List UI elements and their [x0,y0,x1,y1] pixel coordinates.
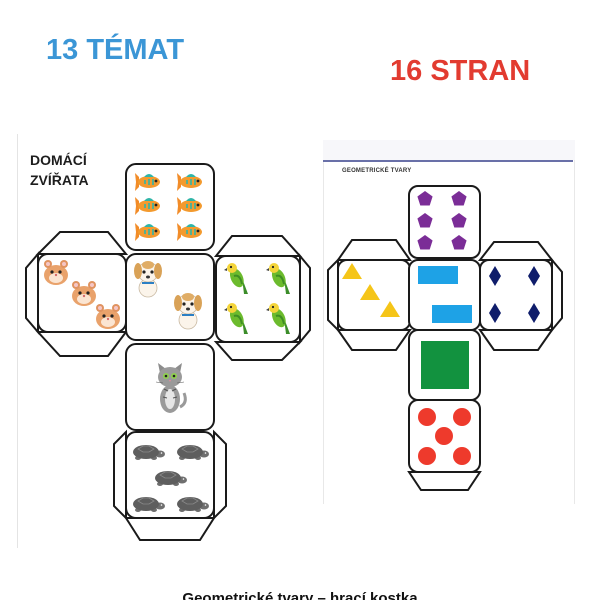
headline-topics: 13 TÉMAT [46,34,185,66]
worksheet-shapes-divider [323,160,573,162]
circle-icon [435,427,453,445]
circle-icon [453,447,471,465]
circle-icon [418,408,436,426]
square-icon [421,341,469,389]
bottom-caption: Geometrické tvary – hrací kostka [182,590,418,600]
rectangle-icon [418,266,458,284]
worksheet-shapes-header [323,140,575,160]
animals-bottom-flap [113,429,227,541]
animals-title: DOMÁCÍ ZVÍŘATA [30,150,89,190]
shapes-bottom-flap [407,471,482,491]
rectangle-icons [418,266,472,323]
animals-title-line1: DOMÁCÍ [30,152,87,168]
circle-icon [453,408,471,426]
face-diamonds [479,259,553,331]
animals-title-line2: ZVÍŘATA [30,172,89,188]
headline-pages: 16 STRAN [390,55,531,87]
shapes-title: GEOMETRICKÉ TVARY [342,168,412,174]
rectangle-icon [432,305,472,323]
circle-icon [418,447,436,465]
